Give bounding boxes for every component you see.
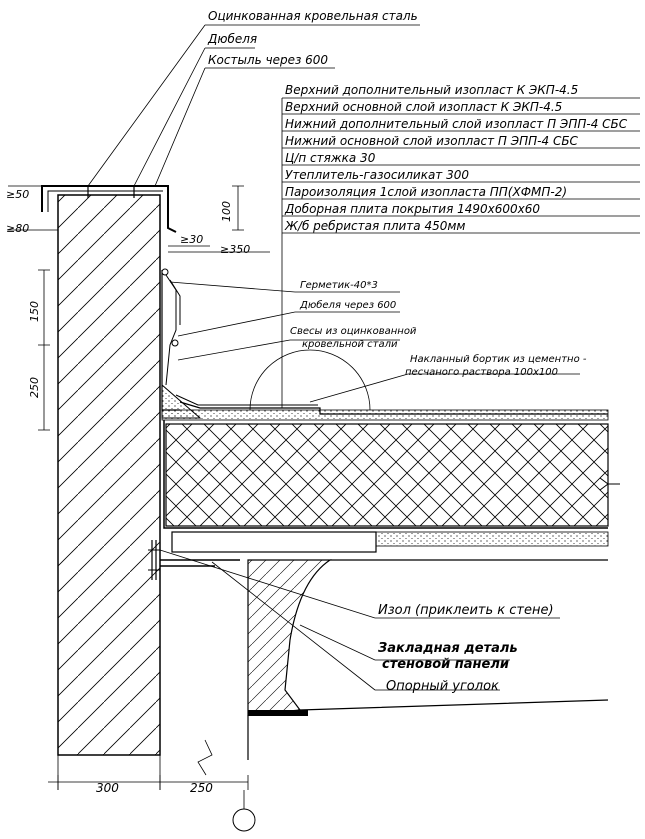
layer-7: Пароизоляция 1слой изопласта ПП(ХФМП-2) (285, 185, 567, 199)
callout-embed-1: Закладная деталь (378, 641, 518, 656)
callout-isol: Изол (приклеить к стене) (378, 603, 554, 618)
layer-6: Утеплитель-газосиликат 300 (285, 168, 469, 182)
layer-2: Верхний основной слой изопласт К ЭКП-4.5 (285, 100, 562, 114)
dim-80: ≥80 (6, 222, 29, 235)
layer-1: Верхний дополнительный изопласт К ЭКП-4.… (285, 83, 578, 97)
callout-aprons-1: Свесы из оцинкованной (290, 326, 417, 337)
vapour-and-addon-slab (163, 420, 609, 553)
callout-curb-2: песчаного раствора 100х100 (405, 367, 558, 378)
wall-panel (57, 194, 161, 756)
insulation-layer (165, 423, 620, 527)
callout-dowels: Дюбеля (207, 32, 257, 46)
callout-brackets: Костыль через 600 (208, 53, 328, 67)
callout-curb-1: Накланный бортик из цементно - (410, 353, 587, 365)
dim-350: ≥350 (220, 243, 250, 256)
dim-300: 300 (96, 781, 119, 795)
dim-150: 150 (28, 301, 41, 322)
callout-angle: Опорный уголок (386, 679, 499, 694)
callout-dowels-600: Дюбеля через 600 (299, 299, 396, 311)
callout-galv-steel: Оцинкованная кровельная сталь (208, 9, 418, 23)
dim-50: ≥50 (6, 188, 29, 201)
dim-100: 100 (220, 201, 233, 222)
parapet-cap (41, 185, 177, 233)
dimension-lines (8, 185, 270, 810)
layer-3: Нижний дополнительный слой изопласт П ЭП… (285, 117, 628, 131)
layer-9: Ж/б ребристая плита 450мм (284, 219, 465, 233)
ribbed-slab (247, 559, 609, 760)
layer-4: Нижний основной слой изопласт П ЭПП-4 СБ… (285, 134, 579, 148)
layer-5: Ц/п стяжка 30 (285, 151, 376, 165)
layer-8: Доборная плита покрытия 1490х600х60 (284, 202, 540, 216)
dim-30: ≥30 (180, 233, 203, 246)
callout-sealant: Герметик-40*3 (300, 280, 378, 291)
callout-embed-2: стеновой панели (382, 657, 509, 672)
callout-aprons-2: кровельной стали (302, 339, 398, 350)
cement-curb (161, 349, 609, 421)
dim-250-horizontal: 250 (190, 781, 213, 795)
dim-250-vertical: 250 (28, 377, 41, 398)
leader-lines (87, 24, 640, 691)
section-marker (232, 808, 256, 832)
support-angle (148, 540, 240, 580)
